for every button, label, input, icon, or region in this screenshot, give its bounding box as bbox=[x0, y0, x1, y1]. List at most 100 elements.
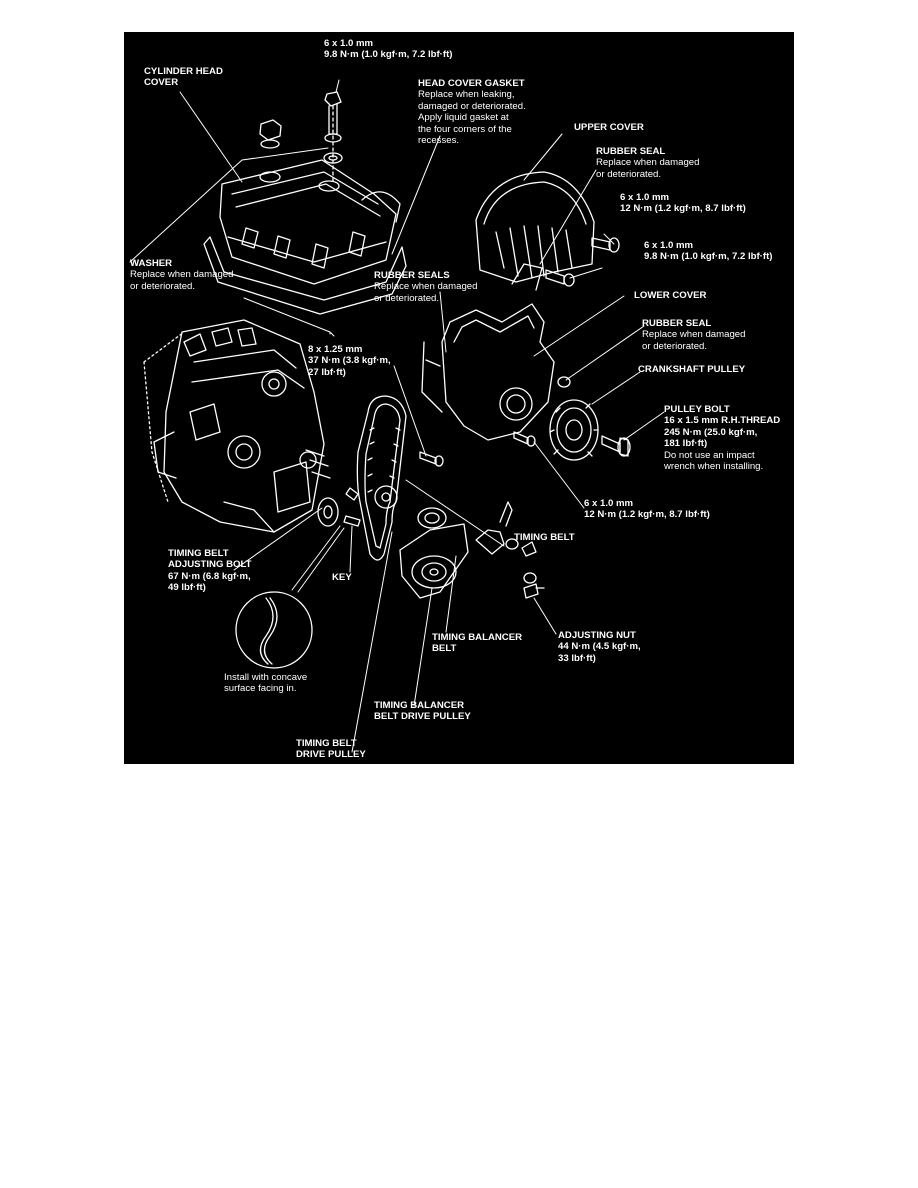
rubber-seals-label: RUBBER SEALS Replace when damaged or det… bbox=[374, 270, 477, 304]
upper-bolt-98-label: 6 x 1.0 mm 9.8 N·m (1.0 kgf·m, 7.2 lbf·f… bbox=[644, 240, 772, 263]
tensioner-pulley-part bbox=[374, 451, 444, 509]
adjusting-bolt-title-2: ADJUSTING BOLT bbox=[168, 559, 252, 571]
cylinder-head-cover-title-1: CYLINDER HEAD bbox=[144, 66, 223, 77]
head-cover-gasket-note-3: Apply liquid gasket at bbox=[418, 112, 509, 124]
adjusting-bolt-torque-2: 49 lbf·ft) bbox=[168, 582, 206, 594]
cylinder-head-cover-label: CYLINDER HEAD COVER bbox=[144, 66, 223, 89]
tensioner-bolt-torque-1: 37 N·m (3.8 kgf·m, bbox=[308, 355, 391, 367]
lower-cover-part bbox=[421, 303, 555, 441]
rubber-seal-upper-title: RUBBER SEAL bbox=[596, 146, 666, 157]
cover-bolt-label: 6 x 1.0 mm 9.8 N·m (1.0 kgf·m, 7.2 lbf·f… bbox=[324, 38, 452, 61]
head-cover-gasket-note-5: recesses. bbox=[418, 135, 460, 147]
belt-drive-pulley-label: TIMING BELT DRIVE PULLEY bbox=[296, 738, 366, 761]
timing-belt-part bbox=[356, 395, 407, 561]
pulley-bolt-title: PULLEY BOLT bbox=[664, 404, 730, 415]
timing-balancer-belt-label: TIMING BALANCER BELT bbox=[432, 632, 522, 655]
install-note-1: Install with concave bbox=[224, 672, 308, 683]
rubber-seal-lower-note-2: or deteriorated. bbox=[642, 340, 708, 352]
adjusting-nut-torque-2: 33 lbf·ft) bbox=[558, 652, 596, 664]
upper-bolt-12-size: 6 x 1.0 mm bbox=[620, 192, 670, 203]
adjusting-nut-title: ADJUSTING NUT bbox=[558, 630, 636, 641]
pulley-bolt-label: PULLEY BOLT 16 x 1.5 mm R.H.THREAD 245 N… bbox=[664, 404, 780, 472]
timing-balancer-belt-part bbox=[399, 507, 469, 599]
balancer-drive-pulley-label: TIMING BALANCER BELT DRIVE PULLEY bbox=[374, 700, 471, 723]
lower-cover-bolt-part bbox=[513, 431, 536, 447]
crankshaft-pulley-label: CRANKSHAFT PULLEY bbox=[638, 364, 745, 375]
adjusting-nut-torque-1: 44 N·m (4.5 kgf·m, bbox=[558, 641, 641, 653]
crankshaft-pulley-part bbox=[549, 399, 599, 461]
engine-exploded-illustration bbox=[129, 79, 665, 753]
rubber-seal-lower-title: RUBBER SEAL bbox=[642, 318, 712, 329]
balancer-tensioner-part bbox=[475, 501, 537, 557]
cover-bolt-torque: 9.8 N·m (1.0 kgf·m, 7.2 lbf·ft) bbox=[324, 49, 453, 61]
timing-balancer-belt-title-1: TIMING BALANCER bbox=[432, 632, 523, 643]
washer-note-1: Replace when damaged bbox=[130, 269, 234, 281]
head-cover-gasket-label: HEAD COVER GASKET Replace when leaking, … bbox=[418, 78, 526, 146]
washer-note-2: or deteriorated. bbox=[130, 280, 196, 292]
engine-block-part bbox=[153, 319, 331, 533]
washer-title: WASHER bbox=[130, 258, 173, 269]
leader-lines bbox=[129, 79, 665, 753]
upper-cover-title: UPPER COVER bbox=[574, 122, 644, 133]
washer-label: WASHER Replace when damaged or deteriora… bbox=[130, 258, 233, 292]
head-cover-gasket-note-4: the four corners of the bbox=[418, 123, 512, 135]
adjusting-nut-label: ADJUSTING NUT 44 N·m (4.5 kgf·m, 33 lbf·… bbox=[558, 630, 641, 664]
lower-cover-label: LOWER COVER bbox=[634, 290, 707, 301]
upper-bolt-12-label: 6 x 1.0 mm 12 N·m (1.2 kgf·m, 8.7 lbf·ft… bbox=[620, 192, 746, 215]
upper-cover-label: UPPER COVER bbox=[574, 122, 644, 133]
pulley-bolt-torque-2: 181 lbf·ft) bbox=[664, 438, 708, 450]
rubber-seal-upper-label: RUBBER SEAL Replace when damaged or dete… bbox=[596, 146, 699, 180]
crankshaft-pulley-title: CRANKSHAFT PULLEY bbox=[638, 364, 746, 375]
diagram-panel: 6 x 1.0 mm 9.8 N·m (1.0 kgf·m, 7.2 lbf·f… bbox=[124, 32, 794, 764]
rubber-seals-title: RUBBER SEALS bbox=[374, 270, 450, 281]
engine-outline-dashed bbox=[143, 331, 185, 503]
cap-nuts-part bbox=[259, 91, 343, 183]
tensioner-bolt-label: 8 x 1.25 mm 37 N·m (3.8 kgf·m, 27 lbf·ft… bbox=[308, 344, 391, 378]
adjusting-bolt-title-1: TIMING BELT bbox=[168, 548, 229, 559]
pulley-bolt-note-2: wrench when installing. bbox=[664, 461, 764, 473]
timing-balancer-belt-title-2: BELT bbox=[432, 643, 457, 655]
install-detail-part bbox=[235, 591, 313, 669]
cylinder-head-cover-part bbox=[219, 159, 401, 285]
pulley-bolt-note-1: Do not use an impact bbox=[664, 449, 755, 461]
lower-cover-title: LOWER COVER bbox=[634, 290, 707, 301]
rubber-seals-note-1: Replace when damaged bbox=[374, 281, 478, 293]
balancer-drive-pulley-title-2: BELT DRIVE PULLEY bbox=[374, 711, 471, 723]
cover-bolt-size: 6 x 1.0 mm bbox=[324, 38, 374, 49]
adjusting-bolt-torque-1: 67 N·m (6.8 kgf·m, bbox=[168, 570, 251, 582]
rubber-seal-lower-note-1: Replace when damaged bbox=[642, 329, 746, 341]
timing-belt-label: TIMING BELT bbox=[514, 532, 575, 543]
key-label: KEY bbox=[332, 572, 352, 583]
lower-bolt-size: 6 x 1.0 mm bbox=[584, 498, 634, 509]
install-note-2: surface facing in. bbox=[224, 683, 297, 695]
belt-drive-pulley-title-1: TIMING BELT bbox=[296, 738, 357, 749]
cylinder-head-cover-title-2: COVER bbox=[144, 77, 179, 89]
rubber-seal-lower-label: RUBBER SEAL Replace when damaged or dete… bbox=[642, 318, 745, 352]
adjusting-nut-part bbox=[523, 572, 545, 599]
adjusting-bolt-label: TIMING BELT ADJUSTING BOLT 67 N·m (6.8 k… bbox=[168, 548, 252, 594]
upper-bolt-98-torque: 9.8 N·m (1.0 kgf·m, 7.2 lbf·ft) bbox=[644, 251, 773, 263]
tensioner-bolt-size: 8 x 1.25 mm bbox=[308, 344, 363, 355]
head-cover-gasket-title: HEAD COVER GASKET bbox=[418, 78, 525, 89]
head-cover-gasket-note-2: damaged or deteriorated. bbox=[418, 100, 526, 112]
belt-drive-pulley-title-2: DRIVE PULLEY bbox=[296, 749, 366, 761]
upper-bolt-98-size: 6 x 1.0 mm bbox=[644, 240, 694, 251]
head-cover-gasket-part bbox=[203, 236, 407, 315]
key-title: KEY bbox=[332, 572, 352, 583]
head-cover-gasket-note-1: Replace when leaking, bbox=[418, 89, 515, 101]
upper-cover-part bbox=[475, 171, 595, 291]
balancer-drive-pulley-title-1: TIMING BALANCER bbox=[374, 700, 465, 711]
install-note-label: Install with concave surface facing in. bbox=[224, 672, 307, 695]
upper-bolt-12-torque: 12 N·m (1.2 kgf·m, 8.7 lbf·ft) bbox=[620, 203, 746, 215]
lower-bolt-label: 6 x 1.0 mm 12 N·m (1.2 kgf·m, 8.7 lbf·ft… bbox=[584, 498, 710, 521]
pulley-bolt-thread: 16 x 1.5 mm R.H.THREAD bbox=[664, 415, 781, 427]
upper-cover-bolts-part bbox=[545, 237, 620, 287]
rubber-seal-upper-note-2: or deteriorated. bbox=[596, 168, 662, 180]
tensioner-bolt-torque-2: 27 lbf·ft) bbox=[308, 366, 346, 378]
lower-bolt-torque: 12 N·m (1.2 kgf·m, 8.7 lbf·ft) bbox=[584, 509, 710, 521]
timing-belt-title: TIMING BELT bbox=[514, 532, 575, 543]
pulley-bolt-torque-1: 245 N·m (25.0 kgf·m, bbox=[664, 426, 758, 438]
crank-sprocket-part bbox=[317, 487, 361, 527]
rubber-seal-part bbox=[557, 376, 571, 388]
rubber-seal-upper-note-1: Replace when damaged bbox=[596, 157, 700, 169]
